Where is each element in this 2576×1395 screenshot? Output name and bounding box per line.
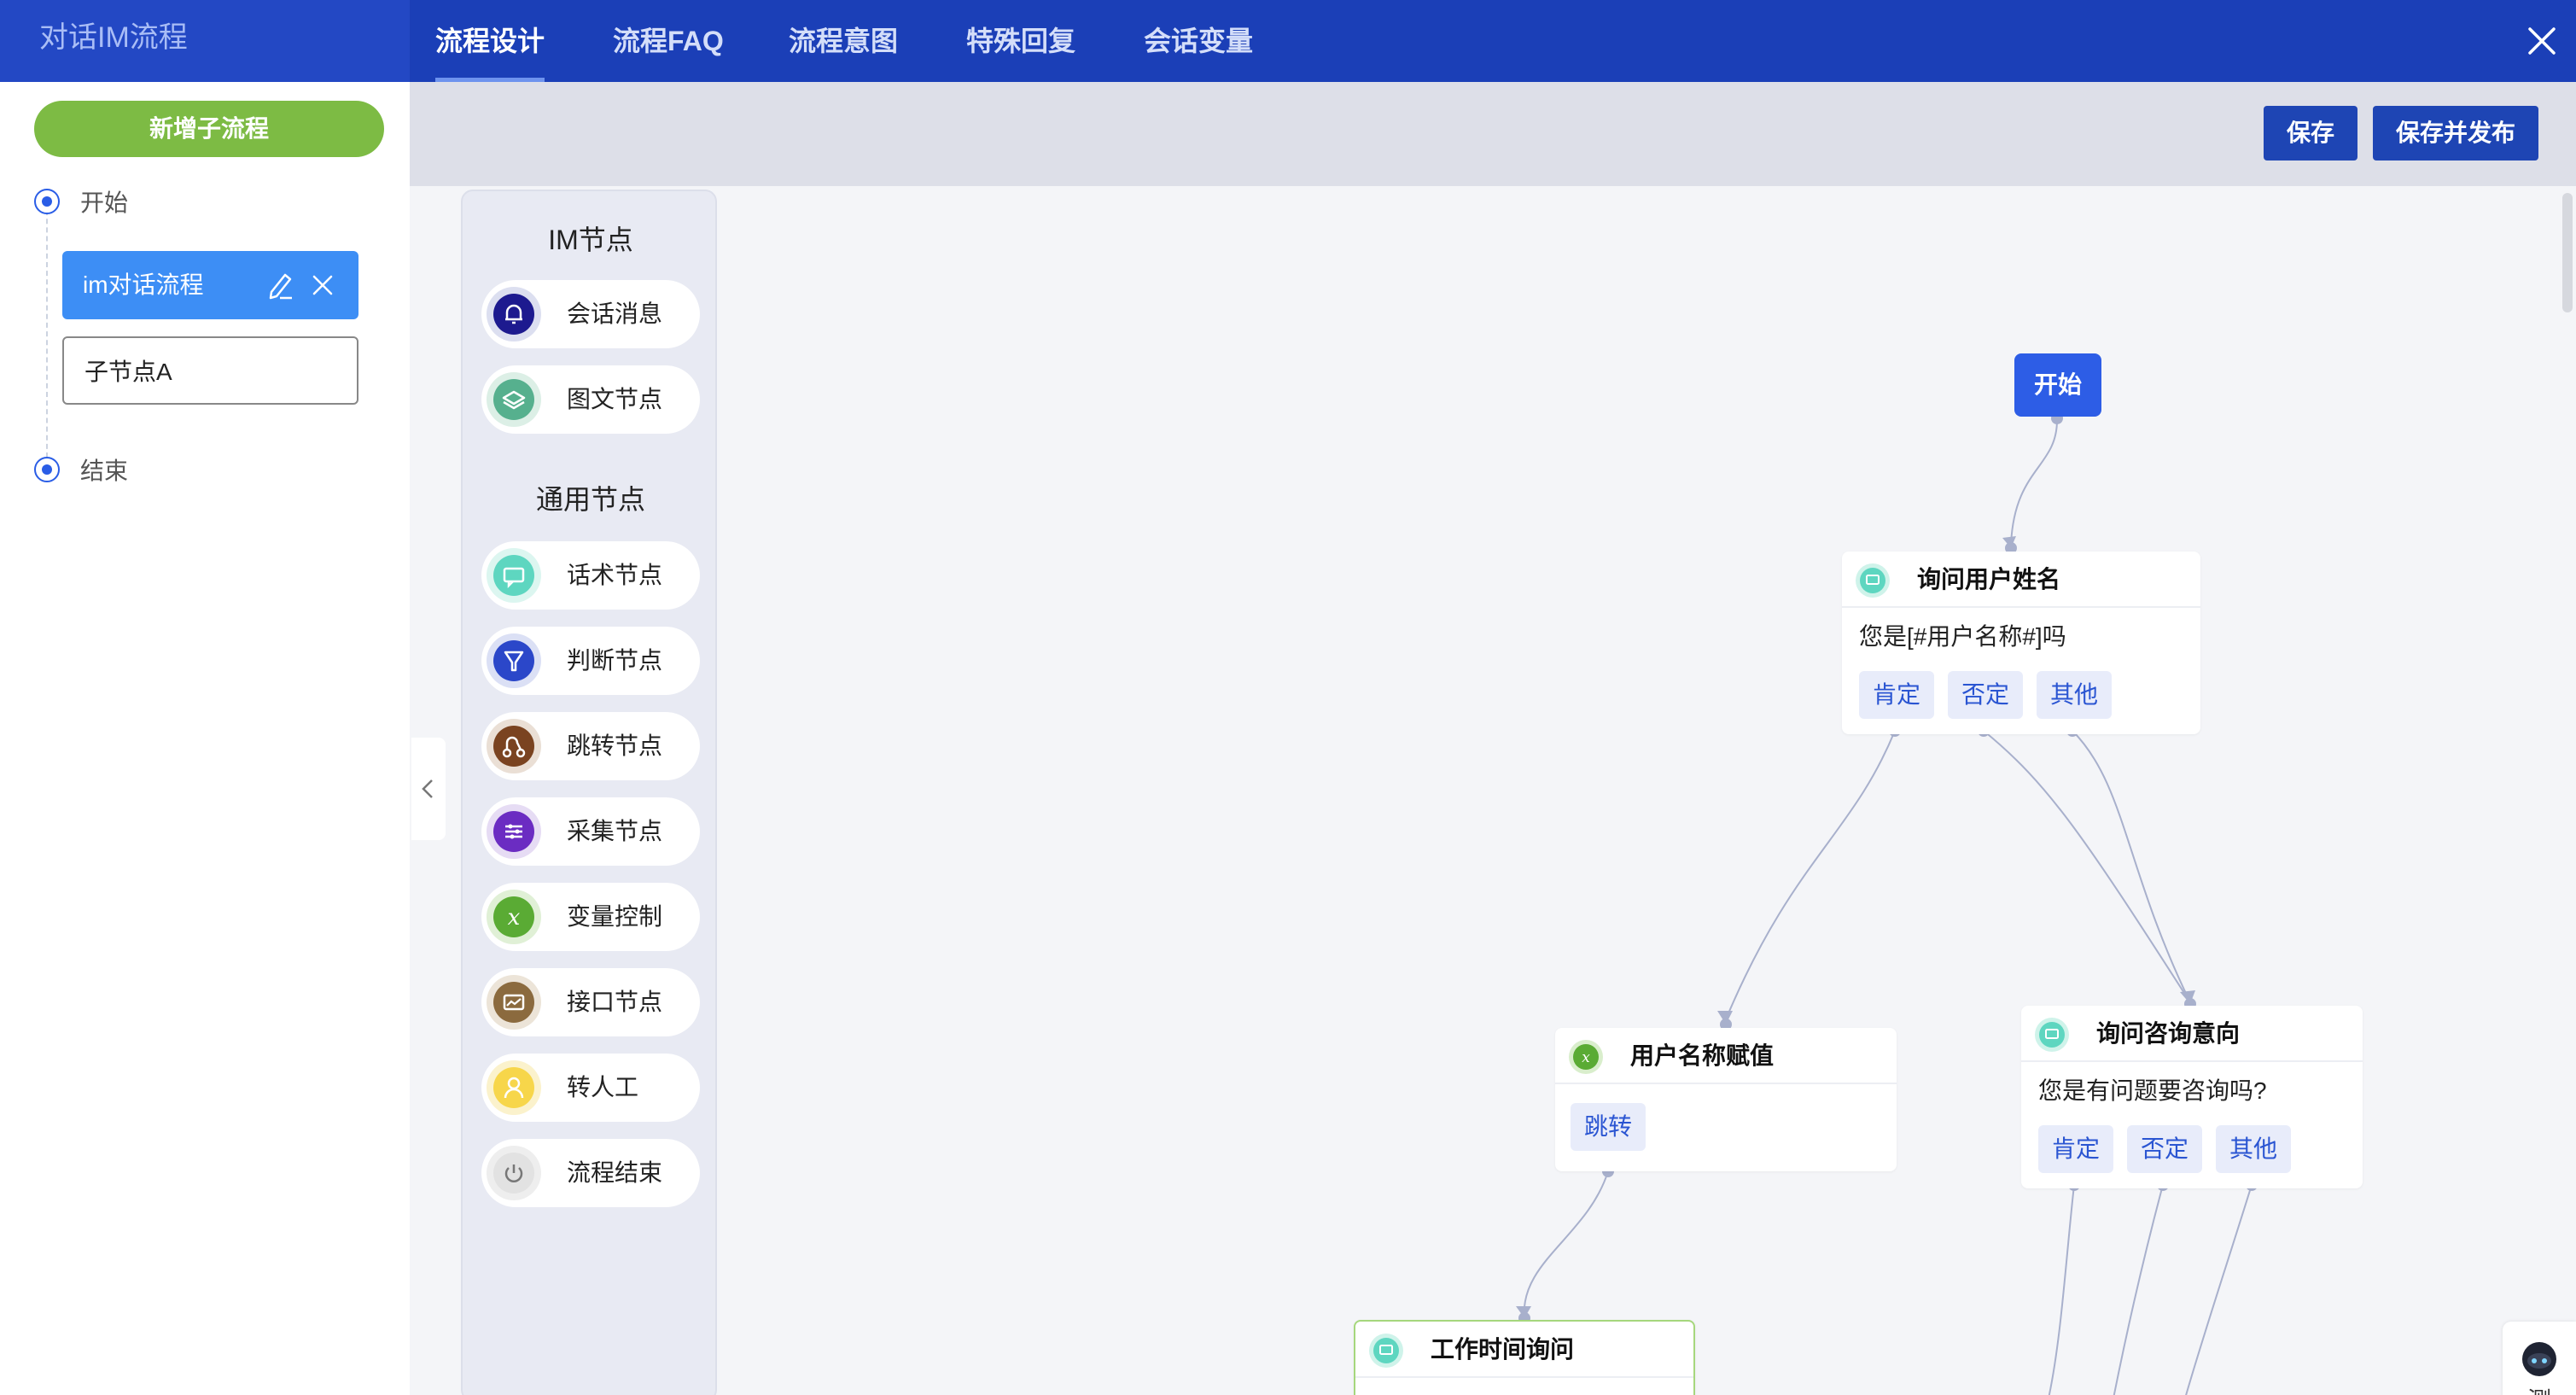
power-icon bbox=[487, 1146, 541, 1200]
top-bar: 对话IM流程 流程设计 流程FAQ 流程意图 特殊回复 会话变量 bbox=[0, 0, 2576, 82]
test-label: 测 试 bbox=[2503, 1385, 2576, 1395]
node-text: 您是有问题要咨询吗? bbox=[2038, 1077, 2267, 1104]
sidebar-item-label: 子节点A bbox=[85, 359, 172, 385]
radio-icon bbox=[34, 457, 60, 482]
palette-item-label: 话术节点 bbox=[567, 562, 663, 588]
collapse-panel-button[interactable] bbox=[411, 738, 446, 840]
palette-item-collect[interactable]: 采集节点 bbox=[481, 797, 700, 866]
palette-item-transfer-human[interactable]: 转人工 bbox=[481, 1054, 700, 1122]
flow-canvas[interactable]: IM节点 会话消息 图文节点 通用节点 bbox=[410, 186, 2576, 1395]
tree-node-end-label: 结束 bbox=[80, 458, 129, 484]
save-button[interactable]: 保存 bbox=[2264, 106, 2357, 161]
chat-icon bbox=[2035, 1018, 2069, 1052]
bell-icon bbox=[487, 287, 541, 341]
palette-item-label: 转人工 bbox=[567, 1074, 639, 1100]
branch-affirm-button[interactable]: 肯定 bbox=[2038, 1125, 2114, 1173]
sidebar: 新增子流程 开始 im对话流程 子节点A 结束 bbox=[0, 82, 410, 1395]
tab-flow-design[interactable]: 流程设计 bbox=[435, 0, 545, 82]
palette-item-label: 判断节点 bbox=[567, 647, 663, 674]
person-icon bbox=[487, 1060, 541, 1115]
main-area: 保存 保存并发布 IM节点 会话消息 bbox=[410, 82, 2576, 1395]
api-icon bbox=[487, 975, 541, 1030]
node-header: 工作时间询问 bbox=[1355, 1322, 1693, 1378]
branch-affirm-button[interactable]: 肯定 bbox=[1859, 671, 1935, 719]
test-widget[interactable]: 测 试 bbox=[2503, 1322, 2576, 1395]
variable-icon: x bbox=[1569, 1040, 1603, 1074]
palette-heading-im: IM节点 bbox=[548, 225, 633, 255]
tree-node-end[interactable]: 结束 bbox=[34, 452, 128, 487]
palette-item-label: 流程结束 bbox=[567, 1159, 663, 1186]
chat-icon bbox=[487, 548, 541, 603]
flow-edges bbox=[1516, 412, 2258, 1395]
palette-item-label: 变量控制 bbox=[567, 903, 663, 930]
node-title: 工作时间询问 bbox=[1431, 1336, 1575, 1363]
tree-node-start[interactable]: 开始 bbox=[34, 184, 128, 219]
node-header: 询问咨询意向 bbox=[2021, 1006, 2363, 1062]
palette-item-rich-media[interactable]: 图文节点 bbox=[481, 365, 700, 434]
close-icon[interactable] bbox=[2523, 22, 2561, 60]
sidebar-item-label: im对话流程 bbox=[83, 271, 204, 298]
palette-item-flow-end[interactable]: 流程结束 bbox=[481, 1139, 700, 1207]
palette-item-script[interactable]: 话术节点 bbox=[481, 541, 700, 610]
node-title: 询问用户姓名 bbox=[1917, 566, 2061, 592]
delete-icon[interactable] bbox=[306, 268, 340, 302]
flow-node-assign-username[interactable]: x 用户名称赋值 跳转 bbox=[1555, 1028, 1897, 1171]
palette-item-jump[interactable]: 跳转节点 bbox=[481, 712, 700, 780]
palette-item-session-message[interactable]: 会话消息 bbox=[481, 280, 700, 348]
chevron-left-icon bbox=[422, 779, 433, 798]
svg-text:x: x bbox=[1582, 1049, 1590, 1066]
layers-icon bbox=[487, 372, 541, 427]
sidebar-item-subnode-a[interactable]: 子节点A bbox=[62, 336, 358, 405]
add-subflow-button[interactable]: 新增子流程 bbox=[34, 101, 384, 157]
palette-item-label: 接口节点 bbox=[567, 989, 663, 1015]
palette-item-label: 图文节点 bbox=[567, 386, 663, 412]
node-header: x 用户名称赋值 bbox=[1555, 1028, 1897, 1084]
palette-item-label: 会话消息 bbox=[567, 301, 663, 327]
palette-item-condition[interactable]: 判断节点 bbox=[481, 627, 700, 695]
chat-icon bbox=[1369, 1334, 1403, 1368]
node-text: 您是[#用户名称#]吗 bbox=[1859, 623, 2066, 650]
edit-icon[interactable] bbox=[263, 268, 297, 302]
palette-item-label: 跳转节点 bbox=[567, 733, 663, 759]
app-title: 对话IM流程 bbox=[0, 0, 410, 82]
branch-deny-button[interactable]: 否定 bbox=[1948, 671, 2024, 719]
palette-item-label: 采集节点 bbox=[567, 818, 663, 844]
node-title: 询问咨询意向 bbox=[2096, 1020, 2241, 1047]
tree-connector bbox=[46, 201, 48, 458]
node-title: 用户名称赋值 bbox=[1630, 1042, 1775, 1069]
palette-item-variable[interactable]: x 变量控制 bbox=[481, 883, 700, 951]
svg-text:x: x bbox=[508, 905, 521, 931]
flow-node-ask-intent[interactable]: 询问咨询意向 您是有问题要咨询吗? 肯定 否定 其他 bbox=[2021, 1006, 2363, 1188]
tab-flow-faq[interactable]: 流程FAQ bbox=[613, 26, 724, 56]
node-palette: IM节点 会话消息 图文节点 通用节点 bbox=[461, 190, 717, 1395]
palette-heading-general: 通用节点 bbox=[535, 484, 645, 515]
branch-jump-button[interactable]: 跳转 bbox=[1571, 1103, 1646, 1151]
node-header: 询问用户姓名 bbox=[1842, 552, 2200, 608]
route-icon bbox=[487, 719, 541, 773]
flow-node-ask-username[interactable]: 询问用户姓名 您是[#用户名称#]吗 肯定 否定 其他 bbox=[1842, 552, 2200, 734]
tab-flow-intent[interactable]: 流程意图 bbox=[789, 26, 899, 56]
tab-special-reply[interactable]: 特殊回复 bbox=[966, 26, 1076, 56]
branch-other-button[interactable]: 其他 bbox=[2037, 671, 2113, 719]
flow-start-node[interactable]: 开始 bbox=[2014, 353, 2101, 417]
branch-other-button[interactable]: 其他 bbox=[2216, 1125, 2292, 1173]
toolbar: 保存 保存并发布 bbox=[410, 82, 2576, 186]
save-publish-button[interactable]: 保存并发布 bbox=[2373, 106, 2538, 161]
branch-deny-button[interactable]: 否定 bbox=[2127, 1125, 2203, 1173]
radio-icon bbox=[34, 189, 60, 214]
robot-icon bbox=[2522, 1342, 2556, 1376]
chat-icon bbox=[1856, 563, 1890, 598]
sidebar-item-im-flow[interactable]: im对话流程 bbox=[62, 251, 358, 319]
flow-node-work-hours[interactable]: 工作时间询问 bbox=[1354, 1320, 1695, 1395]
tab-session-variables[interactable]: 会话变量 bbox=[1144, 26, 1254, 56]
palette-item-api[interactable]: 接口节点 bbox=[481, 968, 700, 1036]
sliders-icon bbox=[487, 804, 541, 859]
variable-icon: x bbox=[487, 890, 541, 944]
tree-node-start-label: 开始 bbox=[80, 190, 129, 216]
filter-icon bbox=[487, 633, 541, 688]
vertical-scrollbar[interactable] bbox=[2562, 193, 2573, 312]
